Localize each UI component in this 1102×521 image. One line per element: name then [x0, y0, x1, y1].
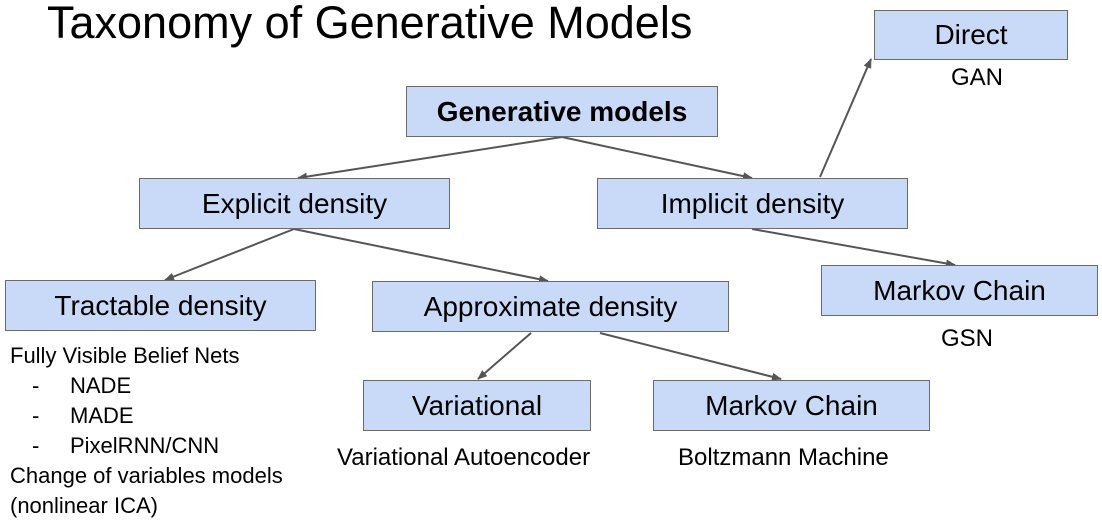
list-item: - PixelRNN/CNN	[10, 431, 283, 461]
node-explicit-density: Explicit density	[139, 178, 450, 229]
node-variational: Variational	[363, 380, 591, 431]
edge-explicit-approximate	[293, 228, 549, 284]
node-markov-chain-approximate: Markov Chain	[653, 380, 930, 431]
edge-approximate-variational	[477, 332, 532, 380]
caption-variational-autoencoder: Variational Autoencoder	[337, 444, 591, 471]
page-title: Taxonomy of Generative Models	[47, 0, 693, 48]
tractable-methods-list: Fully Visible Belief Nets - NADE - MADE - P…	[10, 341, 283, 521]
list-heading: Fully Visible Belief Nets	[10, 343, 240, 368]
node-implicit-density: Implicit density	[597, 178, 908, 229]
node-approximate-density: Approximate density	[372, 281, 729, 332]
edge-approximate-markov	[599, 332, 782, 381]
list-extra-line-1: Change of variables models	[10, 463, 283, 488]
node-generative-models: Generative models	[406, 86, 718, 137]
list-item-label: MADE	[70, 403, 134, 428]
edge-root-explicit	[297, 136, 563, 181]
node-direct: Direct	[874, 10, 1068, 60]
caption-gsn: GSN	[940, 325, 994, 352]
list-extra-line-2: (nonlinear ICA)	[10, 493, 158, 518]
edge-explicit-tractable	[164, 228, 295, 281]
edge-implicit-direct	[819, 58, 872, 178]
list-item-label: PixelRNN/CNN	[70, 433, 220, 458]
list-item: - NADE	[10, 371, 283, 401]
list-bullet: -	[32, 373, 40, 398]
edge-implicit-markov	[751, 228, 956, 268]
node-tractable-density: Tractable density	[5, 280, 316, 331]
caption-boltzmann-machine: Boltzmann Machine	[678, 444, 889, 471]
list-item: - MADE	[10, 401, 283, 431]
list-bullet: -	[32, 403, 40, 428]
list-item-label: NADE	[70, 373, 132, 398]
edge-root-implicit	[561, 136, 753, 181]
caption-gan: GAN	[950, 64, 1004, 91]
list-bullet: -	[32, 433, 40, 458]
node-markov-chain-implicit: Markov Chain	[821, 265, 1098, 316]
